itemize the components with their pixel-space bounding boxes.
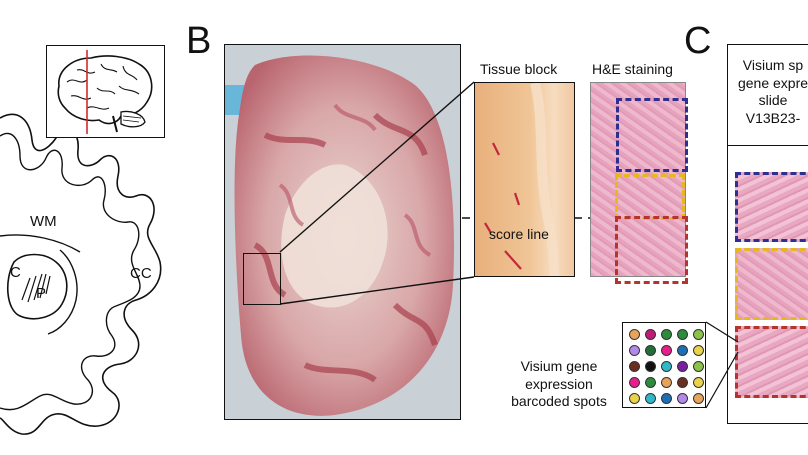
brainstem	[112, 115, 118, 133]
slide-title-line-1: Visium sp	[742, 57, 804, 73]
tissue-block-photo: score line	[474, 82, 575, 277]
white-matter-boundary	[0, 132, 141, 411]
barcoded-spot	[677, 377, 688, 388]
barcoded-spot	[629, 361, 640, 372]
slide-title-line-4: V13B23-	[745, 109, 801, 126]
barcoded-spot	[645, 345, 656, 356]
spots-legend-line-1: Visium gene	[520, 358, 598, 374]
block-selection-box	[243, 253, 281, 305]
barcoded-spot	[661, 345, 672, 356]
capture-area-red	[735, 326, 808, 398]
barcoded-spot	[677, 345, 688, 356]
spots-legend-line-3: barcoded spots	[511, 393, 607, 409]
capture-area-yellow	[735, 248, 808, 320]
brain-inset-box	[46, 45, 165, 138]
panel-a: WM C P CC	[0, 0, 175, 455]
barcoded-spot	[645, 329, 656, 340]
barcoded-spot	[645, 361, 656, 372]
barcoded-spot	[677, 361, 688, 372]
whole-brain-icon	[57, 50, 153, 134]
label-c: C	[10, 264, 21, 281]
barcoded-spot	[661, 329, 672, 340]
slide-divider	[728, 145, 808, 146]
label-wm: WM	[30, 213, 57, 230]
he-region-blue	[616, 98, 688, 172]
barcoded-spot	[661, 393, 672, 404]
barcoded-spot	[645, 377, 656, 388]
barcoded-spot	[629, 329, 640, 340]
slide-title: Visium sp gene expre slide V13B23-	[728, 57, 808, 127]
panel-label-b: B	[186, 20, 212, 62]
he-stained-section	[590, 82, 686, 277]
slide-title-line-2: gene expre	[737, 74, 808, 91]
barcoded-spot	[661, 377, 672, 388]
label-p: P	[36, 285, 47, 302]
barcoded-spot	[693, 345, 704, 356]
barcoded-spot	[693, 361, 704, 372]
barcoded-spot	[677, 393, 688, 404]
score-line-label: score line	[489, 226, 549, 242]
capture-area-blue	[735, 172, 808, 242]
barcoded-spot	[629, 393, 640, 404]
panel-label-c: C	[684, 20, 712, 62]
label-cc: CC	[130, 265, 152, 282]
he-region-red	[615, 216, 688, 284]
barcoded-spot	[661, 361, 672, 372]
visium-slide: Visium sp gene expre slide V13B23-	[727, 44, 808, 424]
tissue-photo	[224, 44, 461, 420]
spot-container	[623, 323, 707, 409]
barcoded-spots-grid	[622, 322, 706, 408]
barcoded-spot	[629, 377, 640, 388]
he-region-yellow	[615, 174, 685, 220]
barcoded-spot	[693, 393, 704, 404]
barcoded-spot	[693, 377, 704, 388]
cerebellum	[120, 110, 146, 128]
barcoded-spot	[645, 393, 656, 404]
lateral-ventricle	[47, 249, 78, 335]
spots-legend-text: Visium gene expression barcoded spots	[500, 358, 618, 411]
barcoded-spot	[693, 329, 704, 340]
spots-legend-line-2: expression	[525, 375, 593, 392]
slide-title-line-3: slide	[758, 92, 788, 108]
caudate-putamen-region	[6, 253, 68, 320]
internal-capsule-striations	[21, 273, 51, 303]
tissue-block-label: Tissue block	[480, 61, 558, 77]
corpus-callosum-line	[0, 234, 81, 253]
he-staining-label: H&E staining	[592, 61, 673, 77]
barcoded-spot	[629, 345, 640, 356]
barcoded-spot	[677, 329, 688, 340]
